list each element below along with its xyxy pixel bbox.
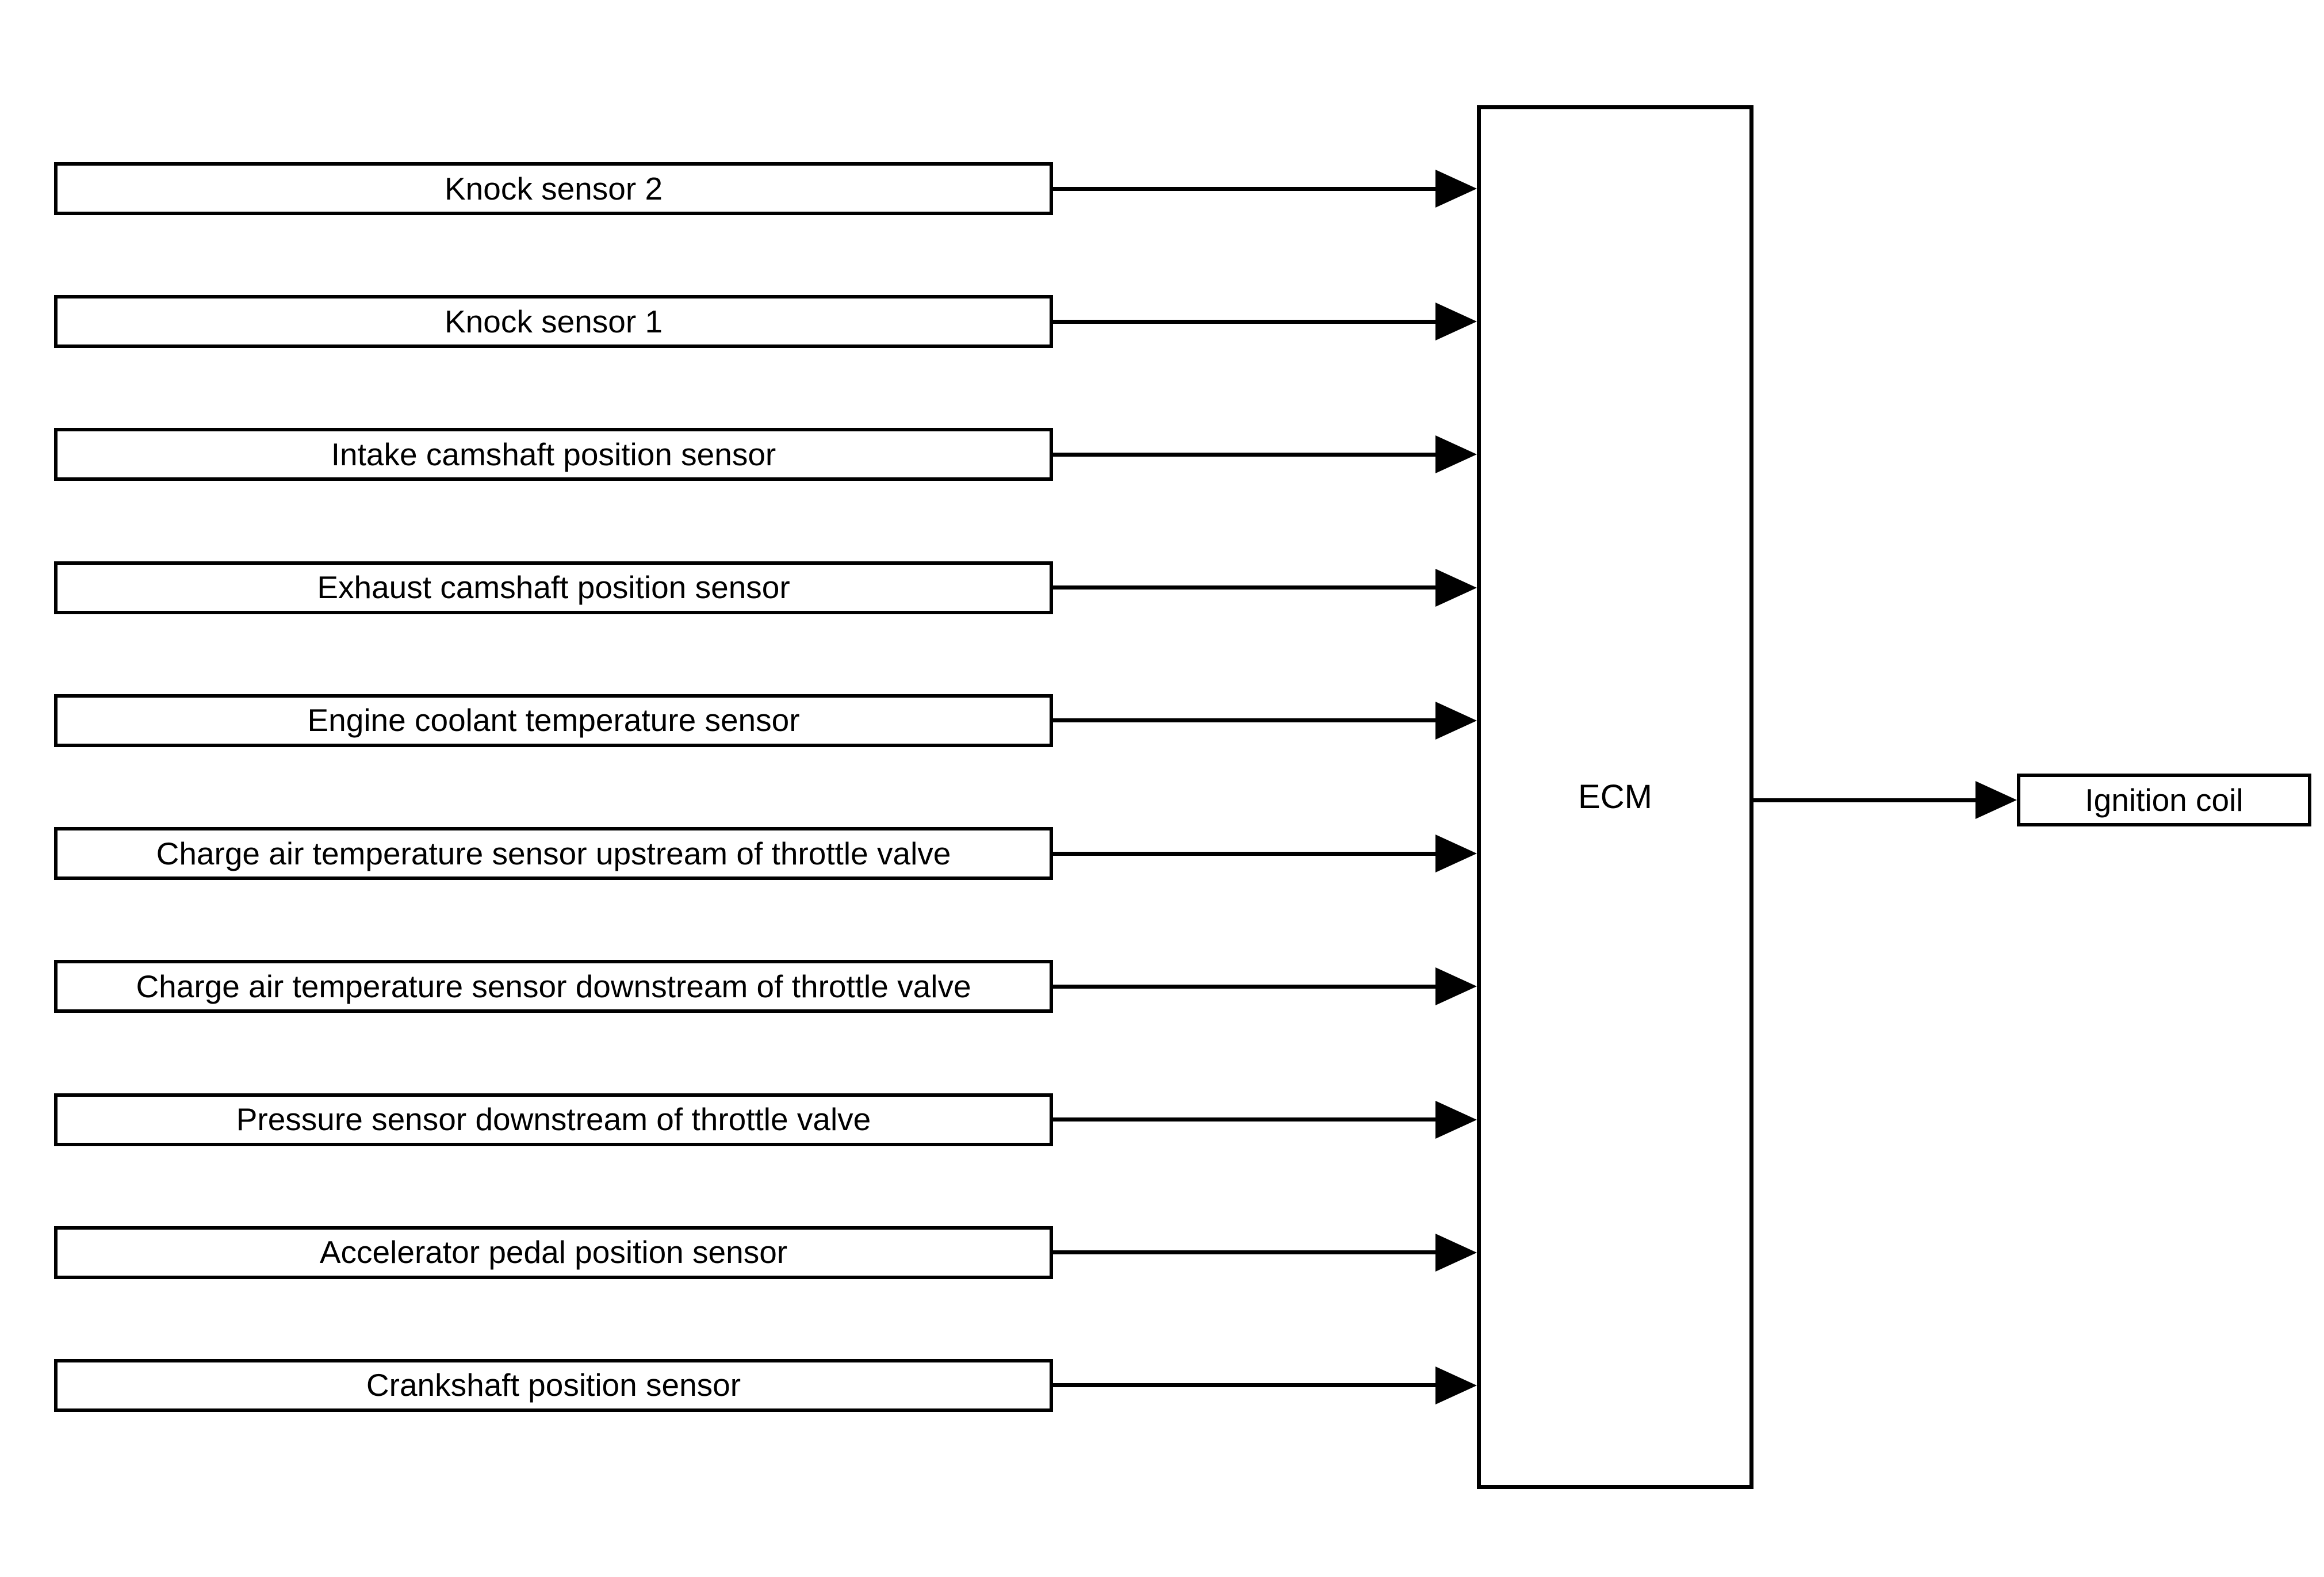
sensor-box: Pressure sensor downstream of throttle v… (54, 1093, 1053, 1146)
sensor-box: Accelerator pedal position sensor (54, 1226, 1053, 1279)
arrowhead-icon (1435, 1233, 1477, 1272)
sensor-box: Crankshaft position sensor (54, 1358, 1053, 1412)
arrow-line (1053, 452, 1435, 457)
sensor-box: Intake camshaft position sensor (54, 428, 1053, 481)
arrow-line (1053, 1383, 1435, 1388)
ignition-coil-label: Ignition coil (2085, 782, 2243, 818)
sensor-rows: Knock sensor 2 Knock sensor 1 Intake cam… (54, 162, 1477, 1412)
ignition-coil-box: Ignition coil (2017, 774, 2311, 826)
arrow-to-ecm (1053, 1359, 1477, 1412)
sensor-label: Pressure sensor downstream of throttle v… (236, 1101, 871, 1138)
arrowhead-icon (1435, 967, 1477, 1006)
sensor-box: Exhaust camshaft position sensor (54, 561, 1053, 614)
sensor-row-8: Pressure sensor downstream of throttle v… (54, 1093, 1477, 1146)
arrow-to-ecm (1053, 1093, 1477, 1146)
sensor-row-2: Knock sensor 1 (54, 295, 1477, 349)
sensor-row-5: Engine coolant temperature sensor (54, 694, 1477, 747)
arrow-line (1053, 1250, 1435, 1255)
ecm-label: ECM (1578, 778, 1652, 816)
arrowhead-icon (1435, 170, 1477, 208)
sensor-row-9: Accelerator pedal position sensor (54, 1226, 1477, 1279)
arrowhead-icon (1435, 835, 1477, 873)
sensor-box: Engine coolant temperature sensor (54, 694, 1053, 747)
ecm-box: ECM (1477, 105, 1753, 1489)
sensor-row-10: Crankshaft position sensor (54, 1358, 1477, 1412)
arrowhead-icon (1435, 435, 1477, 474)
arrowhead-icon (1435, 1366, 1477, 1404)
sensor-label: Crankshaft position sensor (366, 1367, 741, 1403)
arrowhead-icon (1435, 303, 1477, 341)
arrow-line (1053, 319, 1435, 324)
arrow-line (1053, 186, 1435, 191)
sensor-box: Knock sensor 2 (54, 162, 1053, 215)
arrow-to-ecm (1053, 162, 1477, 215)
sensor-label: Accelerator pedal position sensor (319, 1234, 788, 1270)
arrow-line (1053, 585, 1435, 590)
sensor-row-1: Knock sensor 2 (54, 162, 1477, 215)
sensor-box: Knock sensor 1 (54, 295, 1053, 349)
sensor-label: Charge air temperature sensor downstream… (136, 968, 971, 1004)
arrow-to-ecm (1053, 1226, 1477, 1279)
arrow-to-ecm (1053, 694, 1477, 747)
arrow-to-ecm (1053, 428, 1477, 481)
arrow-line (1053, 984, 1435, 989)
arrow-to-ecm (1053, 561, 1477, 614)
sensor-label: Knock sensor 2 (444, 170, 663, 206)
arrowhead-icon (1435, 568, 1477, 607)
arrowhead-icon (1975, 781, 2017, 819)
sensor-row-4: Exhaust camshaft position sensor (54, 561, 1477, 614)
arrow-to-ecm (1053, 827, 1477, 880)
arrow-line (1053, 1117, 1435, 1122)
arrow-line (1753, 798, 1975, 802)
arrowhead-icon (1435, 1100, 1477, 1139)
arrowhead-icon (1435, 701, 1477, 740)
arrow-line (1053, 718, 1435, 723)
sensor-row-7: Charge air temperature sensor downstream… (54, 960, 1477, 1013)
sensor-label: Charge air temperature sensor upstream o… (156, 835, 951, 871)
arrow-to-ecm (1053, 960, 1477, 1013)
arrow-line (1053, 851, 1435, 856)
sensor-label: Exhaust camshaft position sensor (317, 569, 790, 606)
sensor-label: Engine coolant temperature sensor (307, 702, 800, 738)
sensor-box: Charge air temperature sensor upstream o… (54, 827, 1053, 881)
arrow-to-ecm (1053, 295, 1477, 348)
sensor-label: Intake camshaft position sensor (331, 436, 776, 472)
arrow-ecm-to-ignition-coil (1753, 781, 2017, 819)
sensor-row-3: Intake camshaft position sensor (54, 428, 1477, 481)
sensor-label: Knock sensor 1 (444, 303, 663, 339)
sensor-row-6: Charge air temperature sensor upstream o… (54, 827, 1477, 881)
sensor-box: Charge air temperature sensor downstream… (54, 960, 1053, 1013)
